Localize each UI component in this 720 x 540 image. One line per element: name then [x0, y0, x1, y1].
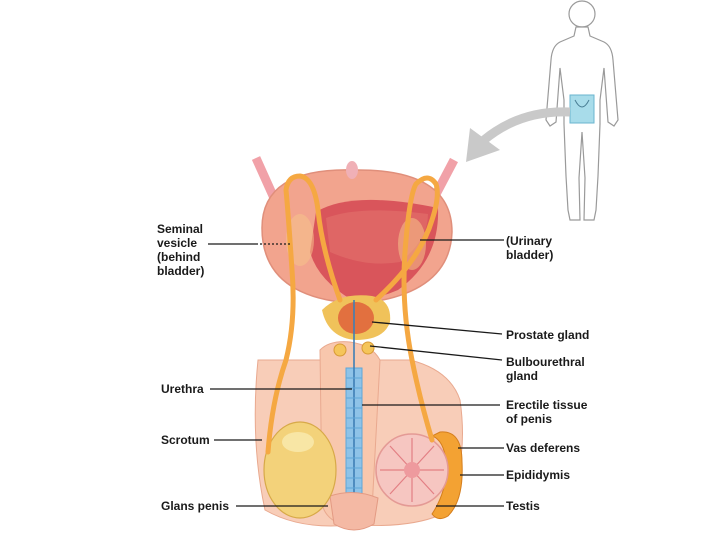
- right-testis-section: [375, 431, 463, 520]
- erectile-tissue-pattern: [346, 377, 362, 489]
- label-urethra: Urethra: [161, 382, 204, 396]
- label-erectile-tissue: Erectile tissue of penis: [506, 398, 588, 426]
- bulbourethral-gland-leader: [369, 345, 503, 361]
- label-vas-deferens: Vas deferens: [506, 441, 581, 455]
- label-seminal-vesicle: Seminal vesicle (behind bladder): [157, 222, 205, 278]
- label-prostate-gland: Prostate gland: [506, 328, 590, 342]
- left-ureter: [251, 156, 279, 200]
- pointer-arrow: [466, 107, 571, 162]
- bulbourethral-gland-left: [333, 343, 347, 357]
- prostate-gland-leader: [371, 321, 503, 335]
- pelvic-region-highlight: [569, 94, 595, 124]
- glans-penis: [329, 492, 379, 531]
- leader-lines: [208, 239, 504, 507]
- prostate-gland: [322, 295, 391, 340]
- vas-deferens-right: [373, 175, 440, 443]
- bulbourethral-gland-right: [361, 341, 375, 355]
- label-epididymis: Epididymis: [506, 468, 571, 482]
- label-scrotum: Scrotum: [161, 433, 210, 447]
- label-testis: Testis: [506, 499, 540, 513]
- label-glans-penis: Glans penis: [161, 499, 230, 513]
- left-testis-highlight: [282, 432, 314, 452]
- label-bulbourethral-gland: Bulbourethral gland: [506, 355, 585, 383]
- label-urinary-bladder: (Urinary bladder): [506, 234, 554, 262]
- vas-deferens-left: [265, 173, 343, 455]
- left-testis: [263, 421, 337, 519]
- pelvic-outline-icon: [574, 99, 590, 108]
